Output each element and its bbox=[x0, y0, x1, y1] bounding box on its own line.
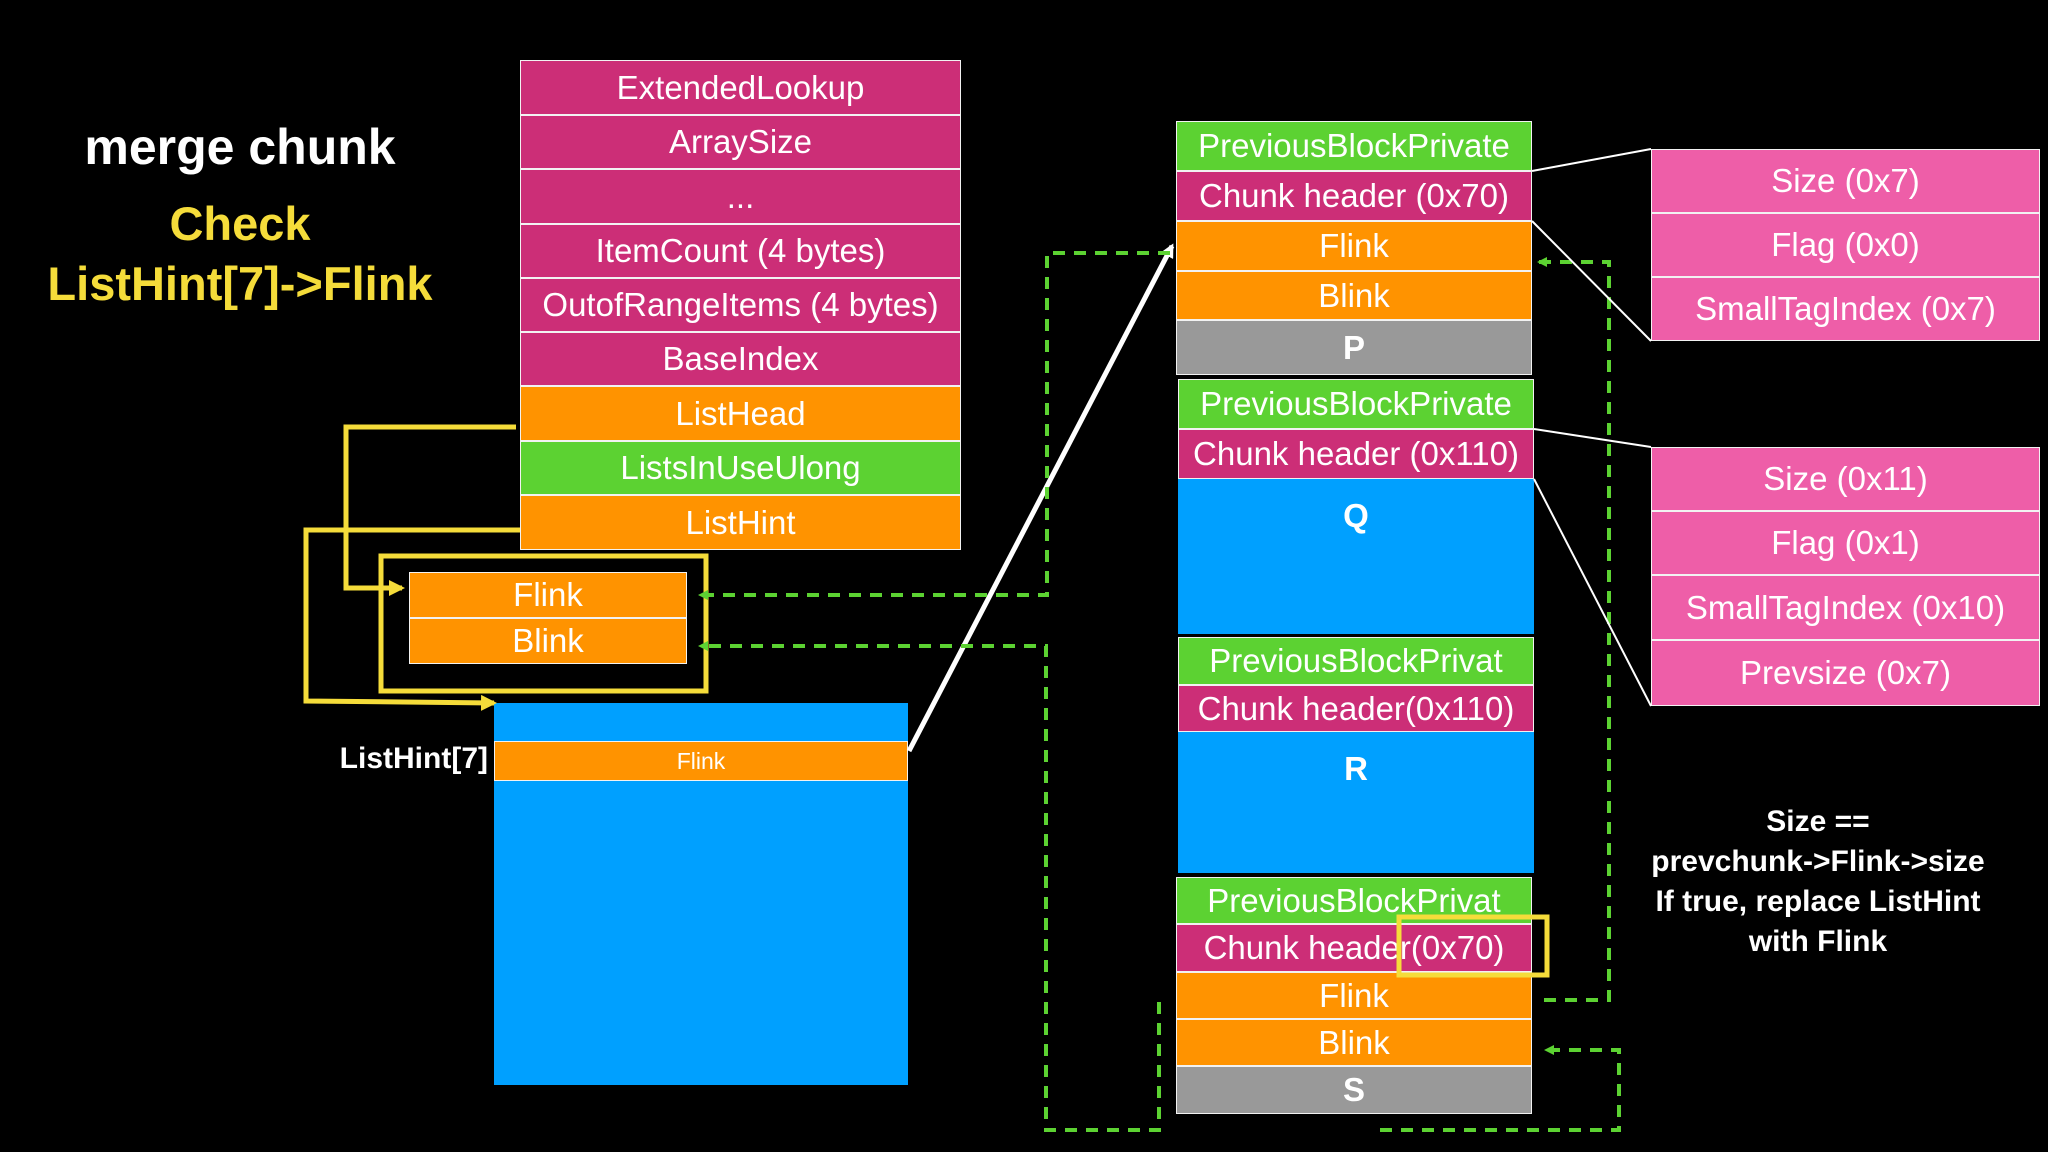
heap-field-outofrangeitems: OutofRangeItems (4 bytes) bbox=[520, 278, 961, 332]
chunk-r-header: Chunk header(0x110) bbox=[1178, 685, 1534, 732]
check-target-label: ListHint[7]->Flink bbox=[47, 257, 433, 310]
heap-field-listhead: ListHead bbox=[520, 386, 961, 441]
chunk-p-blink: Blink bbox=[1176, 271, 1532, 320]
chunk-q-body: Q bbox=[1178, 479, 1534, 634]
listhead-flink: Flink bbox=[409, 572, 687, 618]
header-detail-q-prevsize: Prevsize (0x7) bbox=[1651, 640, 2040, 706]
listhead-blink: Blink bbox=[409, 618, 687, 664]
check-label: Check bbox=[169, 197, 311, 250]
heap-field-listsinuseulong: ListsInUseUlong bbox=[520, 441, 961, 495]
chunk-p-prevblockprivate: PreviousBlockPrivate bbox=[1176, 121, 1532, 171]
header-detail-q-flag: Flag (0x1) bbox=[1651, 511, 2040, 575]
heap-field-extendedlookup: ExtendedLookup bbox=[520, 60, 961, 115]
chunk-p-label: P bbox=[1176, 320, 1532, 375]
heap-field-ellipsis: ... bbox=[520, 169, 961, 224]
chunk-q-prevblockprivate: PreviousBlockPrivate bbox=[1178, 379, 1534, 429]
chunk-q-header: Chunk header (0x110) bbox=[1178, 429, 1534, 479]
note-line-2: prevchunk->Flink->size bbox=[1651, 845, 1985, 878]
header-detail-p-flag: Flag (0x0) bbox=[1651, 213, 2040, 277]
listhint-to-block-arrow bbox=[303, 527, 520, 711]
chunk-s-header: Chunk header(0x70) bbox=[1176, 924, 1532, 972]
note-text: Size == prevchunk->Flink->size If true, … bbox=[1600, 802, 2036, 962]
s-blink-loop-link bbox=[1380, 1045, 1621, 1132]
heap-field-itemcount: ItemCount (4 bytes) bbox=[520, 224, 961, 278]
header-detail-q-smalltagindex: SmallTagIndex (0x10) bbox=[1651, 575, 2040, 640]
p-blink-to-listhead-flink-link bbox=[698, 251, 1170, 600]
heap-field-baseindex: BaseIndex bbox=[520, 332, 961, 386]
q-header-detail-line-bottom bbox=[1533, 478, 1652, 707]
highlight-listhead-entry bbox=[378, 553, 709, 694]
chunk-s-prevblockprivate: PreviousBlockPrivat bbox=[1176, 877, 1532, 924]
q-header-detail-line-top bbox=[1533, 428, 1652, 448]
chunk-s-label: S bbox=[1176, 1066, 1532, 1114]
note-line-3: If true, replace ListHint bbox=[1655, 885, 1981, 918]
header-detail-p-smalltagindex: SmallTagIndex (0x7) bbox=[1651, 277, 2040, 341]
p-header-detail-line-bottom bbox=[1531, 220, 1652, 342]
chunk-s-flink: Flink bbox=[1176, 972, 1532, 1019]
s-blink-to-listhead-blink-link bbox=[698, 641, 1161, 1132]
chunk-p-header: Chunk header (0x70) bbox=[1176, 171, 1532, 221]
listhead-to-entry-arrow bbox=[343, 424, 516, 596]
p-header-detail-line-top bbox=[1531, 148, 1652, 172]
header-detail-q-size: Size (0x11) bbox=[1651, 447, 2040, 511]
s-flink-to-p-flink-link bbox=[1537, 257, 1611, 1002]
highlight-size-0x70 bbox=[1396, 914, 1550, 978]
note-line-4: with Flink bbox=[1748, 925, 1888, 958]
listhint7-label: ListHint[7] bbox=[339, 742, 488, 775]
heap-field-listhint: ListHint bbox=[520, 495, 961, 550]
heap-field-arraysize: ArraySize bbox=[520, 115, 961, 169]
chunk-r-body: R bbox=[1178, 732, 1534, 873]
header-detail-p-size: Size (0x7) bbox=[1651, 149, 2040, 213]
page-title: merge chunk bbox=[84, 119, 396, 175]
listhint7-flink: Flink bbox=[494, 741, 908, 781]
chunk-p-flink: Flink bbox=[1176, 221, 1532, 271]
chunk-r-prevblockprivate: PreviousBlockPrivat bbox=[1178, 637, 1534, 685]
listhint7-flink-pointer bbox=[906, 243, 1175, 753]
chunk-s-blink: Blink bbox=[1176, 1019, 1532, 1066]
note-line-1: Size == bbox=[1766, 805, 1870, 838]
